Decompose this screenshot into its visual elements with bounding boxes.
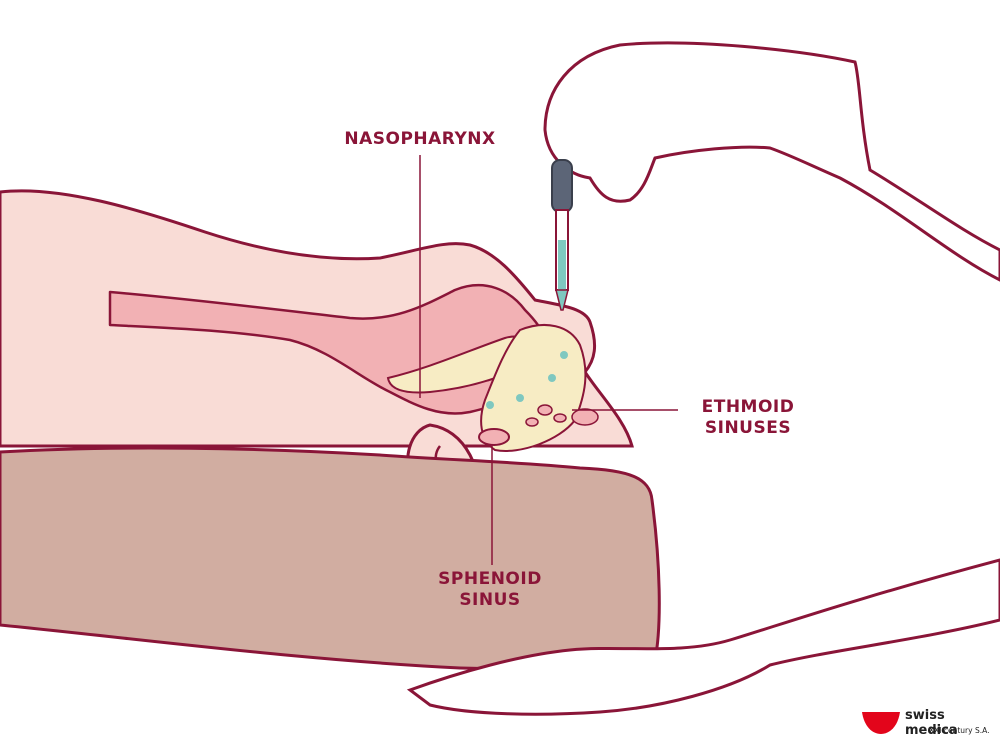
logo-name: swiss medica [905,708,958,738]
ethmoid-cell [537,404,553,416]
fluid-drop [516,394,524,402]
nasopharynx-label-text: NASOPHARYNX [344,129,496,149]
ethmoid-cell [525,417,539,427]
fluid-drop [486,401,494,409]
ethmoid-cell-large [571,408,599,426]
sphenoid-label-line2: SINUS [459,590,521,610]
nasopharynx-label: NASOPHARYNX [335,129,505,150]
ethmoid-label-line2: SINUSES [704,418,792,438]
sphenoid-sinus-label: SPHENOID SINUS [415,569,565,611]
dropper-bulb [551,159,573,213]
sphenoid-sinus [478,428,510,446]
fluid-drop [548,374,556,382]
dropper-liquid [558,240,566,290]
pillow [0,446,661,671]
gloved-hand-top [543,41,1000,282]
half-circle-logo-icon [862,712,900,734]
ethmoid-sinuses-label: ETHMOID SINUSES [678,397,818,439]
logo-subtitle: XXI century S.A. [929,726,990,735]
sphenoid-label-line1: SPHENOID [438,569,542,589]
fluid-drop [560,351,568,359]
ethmoid-label-line1: ETHMOID [701,397,795,417]
ethmoid-cell [553,413,567,423]
dropper-tip [555,289,569,311]
